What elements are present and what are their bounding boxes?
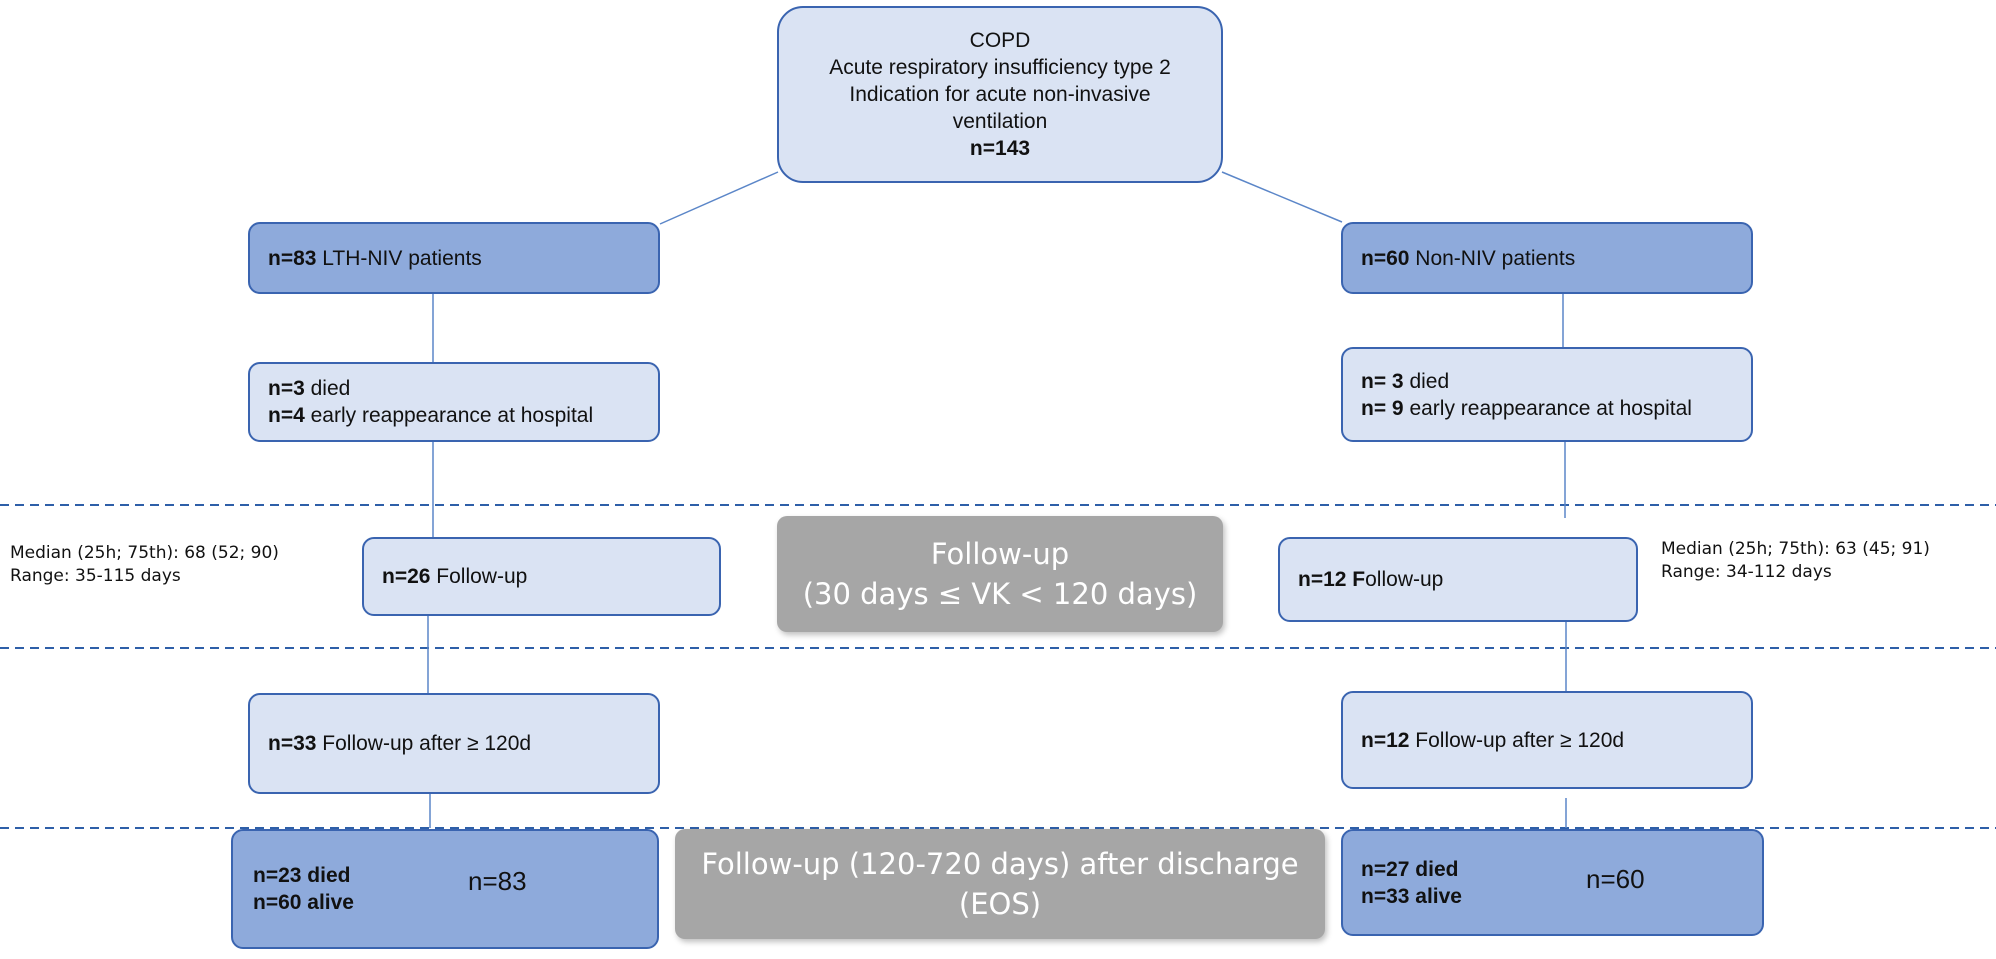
right-late-count: n=12 — [1361, 728, 1410, 752]
left-outcome-box: n=23 died n=60 alive — [231, 829, 659, 949]
right-early-reapp-count: n= 9 — [1361, 396, 1404, 420]
left-early-died-label: died — [304, 377, 351, 400]
left-followup-label: Follow-up — [430, 565, 528, 588]
left-early-reapp-count: n=4 — [268, 404, 305, 427]
left-late-count: n=33 — [268, 732, 317, 755]
left-early-reappearance: n=4 early reappearance at hospital — [268, 402, 593, 429]
right-early-box: n= 3 died n= 9 early reappearance at hos… — [1341, 347, 1753, 442]
phase-followup-title: Follow-up — [930, 537, 1070, 571]
right-followup-box: n=12 Follow-up — [1278, 537, 1638, 622]
left-followup-count: n=26 — [382, 565, 431, 588]
left-late-label: Follow-up after ≥ 120d — [316, 732, 532, 755]
left-outcome-total: n=83 — [468, 866, 527, 896]
top-box: COPD Acute respiratory insufficiency typ… — [777, 6, 1223, 183]
left-outcome-alive: n=60 alive — [253, 891, 354, 914]
phase-eos-title: Follow-up (120-720 days) after discharge — [701, 847, 1299, 881]
left-note-range: Range: 35-115 days — [10, 566, 181, 586]
top-box-line-1: COPD — [969, 29, 1031, 52]
right-followup-count: n=12 — [1298, 568, 1347, 591]
connector-top-right — [1221, 171, 1343, 223]
right-group-count: n=60 — [1361, 246, 1410, 270]
left-followup-box: n=26 Follow-up — [362, 537, 721, 616]
left-outcome-died: n=23 died — [253, 864, 351, 887]
phase-eos-box: Follow-up (120-720 days) after discharge… — [675, 829, 1325, 939]
left-late-line: n=33 Follow-up after ≥ 120d — [268, 730, 531, 757]
left-group-count: n=83 — [268, 246, 317, 270]
left-group-label: LTH-NIV patients — [316, 246, 482, 270]
connector-top-left — [659, 171, 779, 225]
left-early-died: n=3 died — [268, 375, 350, 402]
right-late-label: Follow-up after ≥ 120d — [1409, 728, 1625, 752]
right-early-reapp-label: early reappearance at hospital — [1403, 396, 1692, 420]
phase-followup-range: (30 days ≤ VK < 120 days) — [802, 577, 1198, 611]
right-group-label: Non-NIV patients — [1409, 246, 1576, 270]
left-followup-note: Median (25h; 75th): 68 (52; 90) Range: 3… — [10, 542, 279, 588]
top-box-line-3: Indication for acute non-invasive — [849, 83, 1151, 106]
right-group-box: n=60 Non-NIV patients — [1341, 222, 1753, 294]
right-late-box: n=12 Follow-up after ≥ 120d — [1341, 691, 1753, 789]
right-early-reappearance: n= 9 early reappearance at hospital — [1361, 395, 1692, 422]
dashed-separators — [0, 504, 1996, 829]
right-outcome-box: n=27 died n=33 alive — [1341, 829, 1764, 936]
left-note-median: Median (25h; 75th): 68 (52; 90) — [10, 543, 279, 563]
right-followup-label: ollow-up — [1365, 568, 1444, 591]
phase-followup-box: Follow-up (30 days ≤ VK < 120 days) — [777, 516, 1223, 632]
right-early-died-label: died — [1403, 369, 1450, 393]
left-group-line: n=83 LTH-NIV patients — [268, 245, 482, 272]
left-early-died-count: n=3 — [268, 377, 305, 400]
right-outcome-alive: n=33 alive — [1361, 884, 1462, 908]
left-early-box: n=3 died n=4 early reappearance at hospi… — [248, 362, 660, 442]
top-box-count: n=143 — [969, 137, 1031, 160]
right-early-died-count: n= 3 — [1361, 369, 1404, 393]
right-early-died: n= 3 died — [1361, 368, 1449, 395]
right-followup-note: Median (25h; 75th): 63 (45; 91) Range: 3… — [1661, 538, 1930, 584]
right-late-line: n=12 Follow-up after ≥ 120d — [1361, 727, 1624, 754]
top-box-line-4: ventilation — [952, 110, 1048, 133]
right-followup-line: n=12 Follow-up — [1298, 566, 1443, 593]
left-group-box: n=83 LTH-NIV patients — [248, 222, 660, 294]
left-followup-line: n=26 Follow-up — [382, 563, 527, 590]
flow-connectors — [427, 171, 1567, 828]
left-early-reapp-label: early reappearance at hospital — [304, 404, 594, 427]
right-group-line: n=60 Non-NIV patients — [1361, 245, 1575, 272]
right-outcome-died: n=27 died — [1361, 857, 1459, 881]
right-followup-bold-f: F — [1346, 568, 1366, 591]
right-note-median: Median (25h; 75th): 63 (45; 91) — [1661, 539, 1930, 559]
right-outcome-total: n=60 — [1586, 864, 1645, 894]
phase-eos-label: (EOS) — [958, 887, 1042, 921]
left-late-box: n=33 Follow-up after ≥ 120d — [248, 693, 660, 794]
right-note-range: Range: 34-112 days — [1661, 562, 1832, 582]
top-box-line-2: Acute respiratory insufficiency type 2 — [829, 56, 1171, 79]
